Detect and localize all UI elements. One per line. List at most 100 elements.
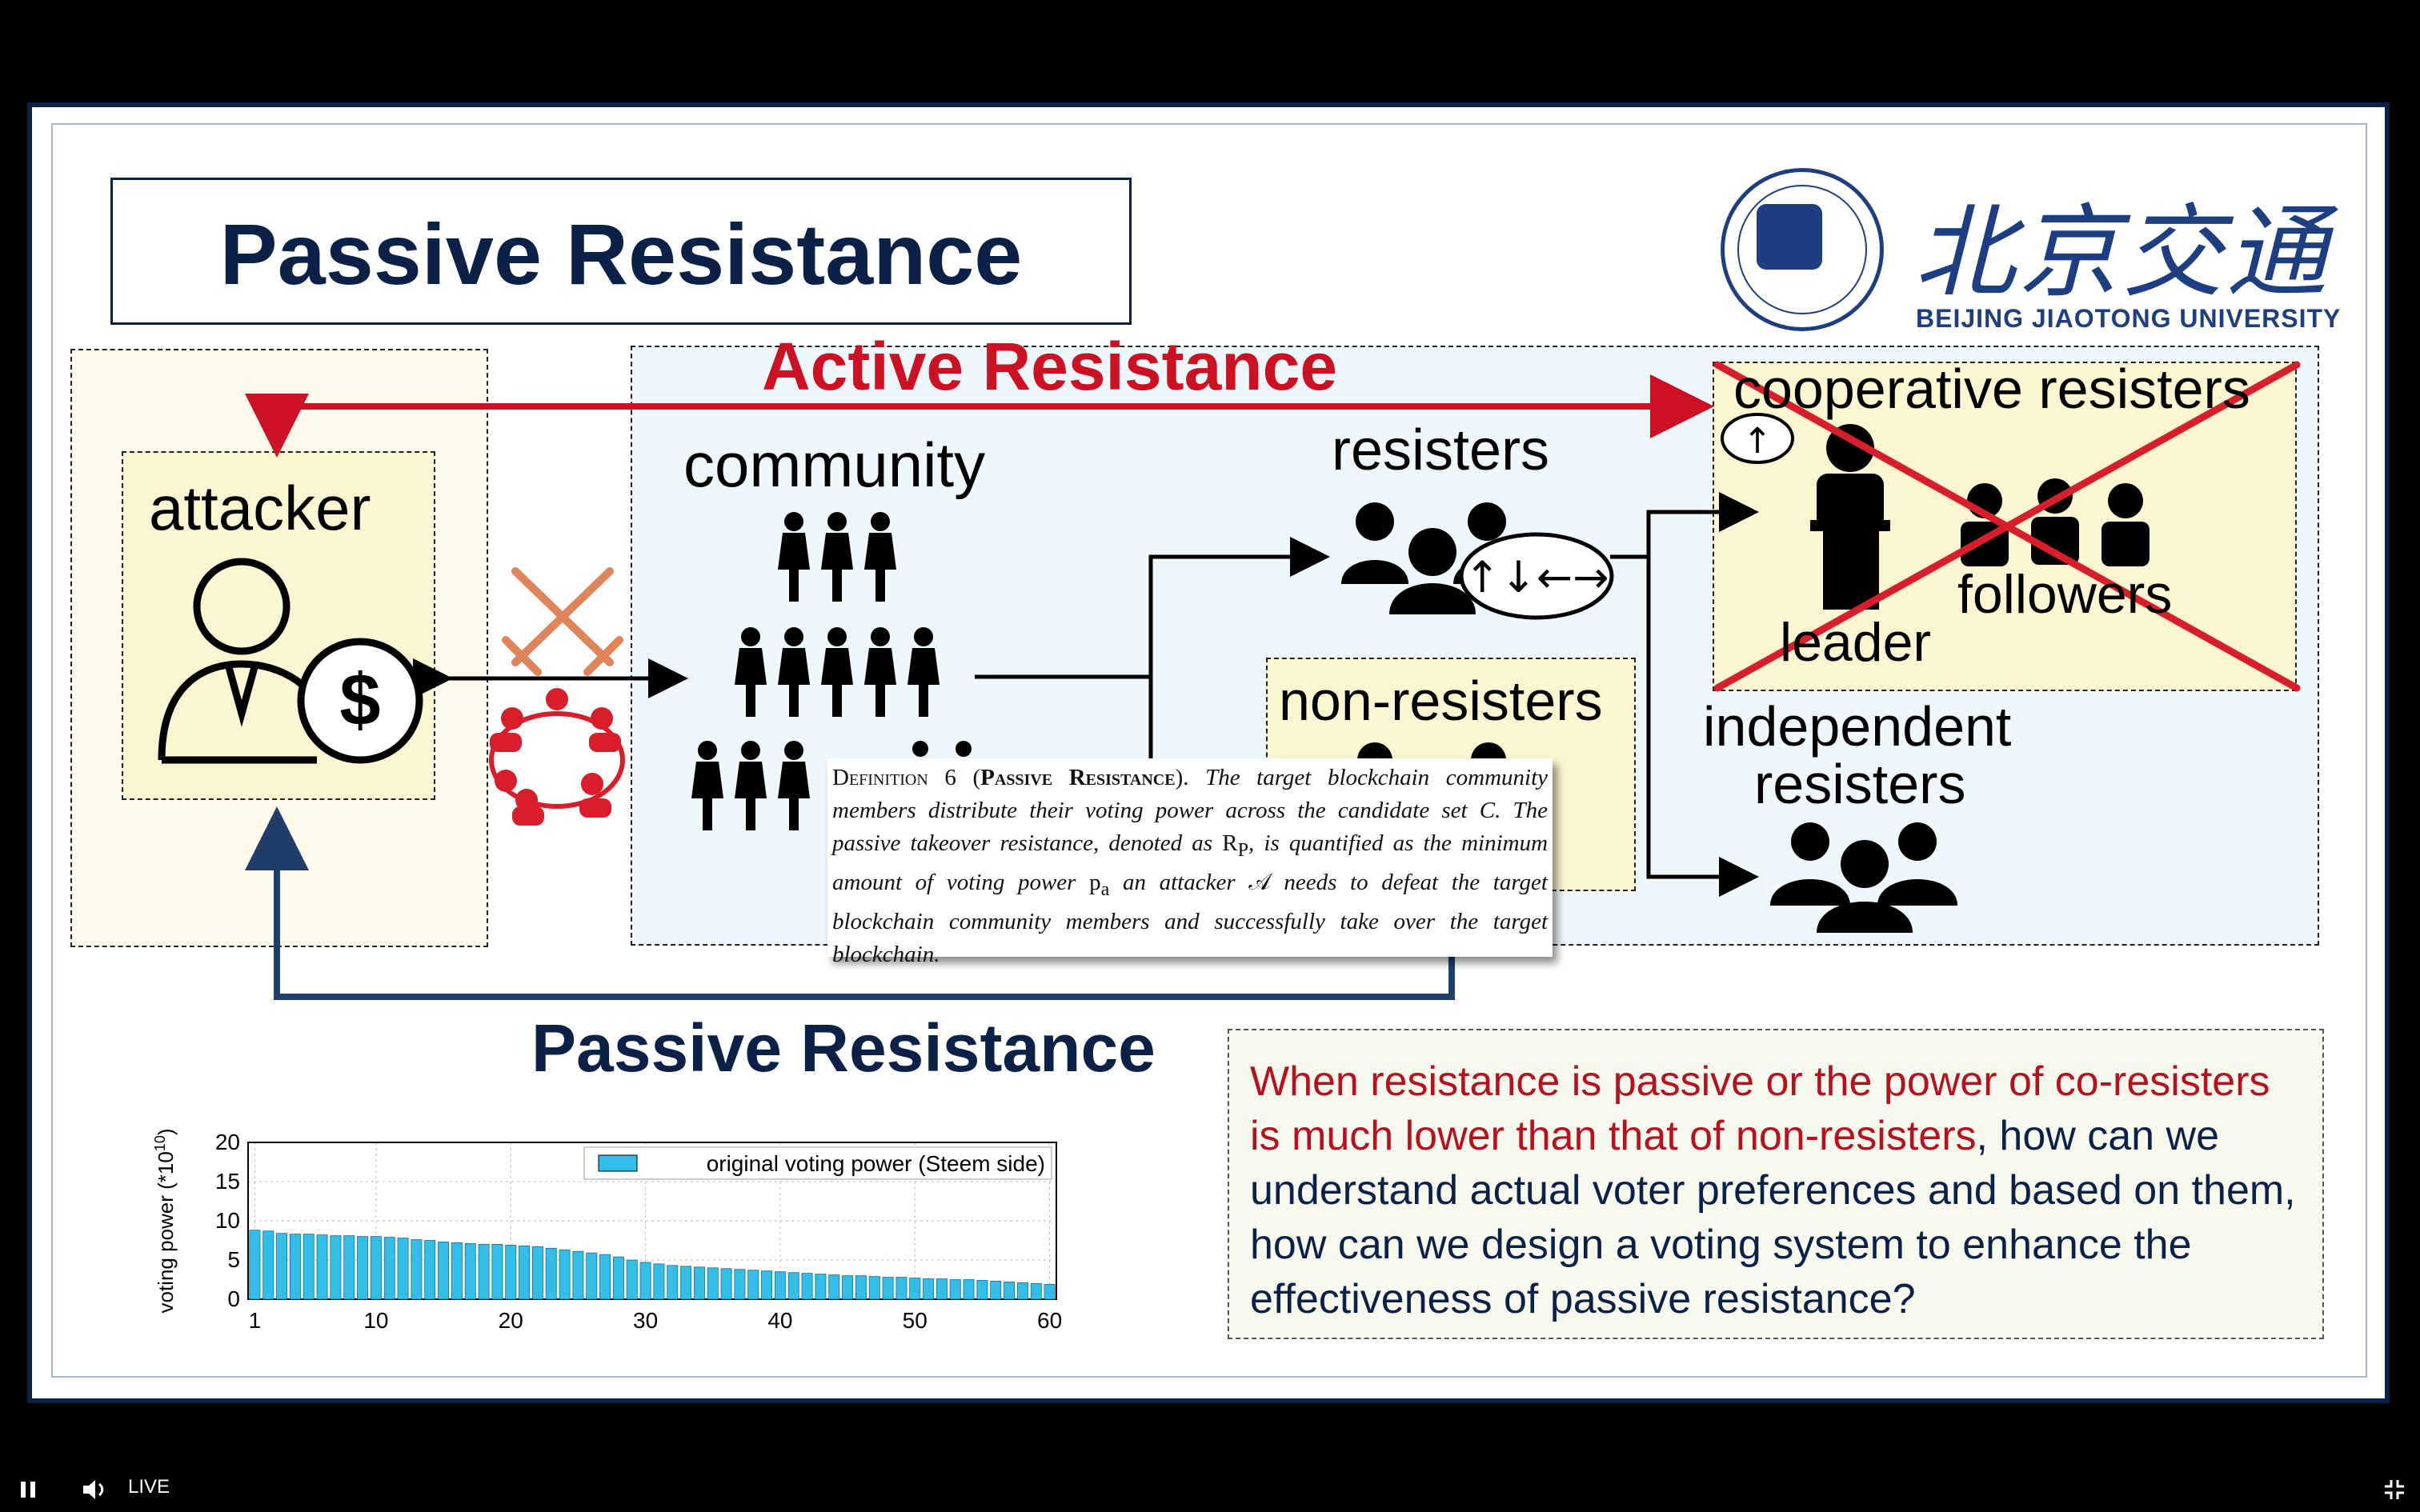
chart-bar [639, 1262, 651, 1300]
chart-bar [801, 1273, 813, 1300]
definition-head-end: ). [1175, 765, 1189, 790]
chart-bar [774, 1271, 786, 1300]
chart-bar [357, 1236, 369, 1300]
definition-rp: R [1222, 830, 1238, 856]
chart-plot-frame [247, 1142, 1057, 1300]
chart-bar [262, 1230, 274, 1300]
chart-bar [316, 1234, 328, 1300]
community-label: community [683, 430, 986, 500]
volume-icon[interactable] [80, 1477, 109, 1502]
chart-bar [895, 1277, 908, 1300]
chart-bar [720, 1268, 732, 1300]
chart-bar [424, 1240, 436, 1300]
definition-body-3: , is quantified as the minimum amount of… [832, 830, 1549, 895]
chart-bar [572, 1250, 584, 1300]
slide-inner-border [51, 123, 2367, 1378]
chart-bar [868, 1276, 880, 1300]
chart-bar [1016, 1282, 1028, 1300]
chart-bar [936, 1278, 948, 1300]
chart-bar [734, 1269, 746, 1300]
chart-bar [1044, 1283, 1056, 1300]
pause-icon[interactable] [18, 1478, 42, 1501]
crossed-swords-icon [502, 567, 623, 676]
passive-resistance-label: Passive Resistance [531, 1010, 1156, 1086]
chart-bar [343, 1235, 355, 1300]
chart-y-tick-label: 0 [227, 1286, 240, 1311]
chart-legend-box [583, 1146, 1052, 1180]
chart-bars [249, 1230, 1056, 1300]
chart-y-tick-label: 20 [215, 1130, 240, 1154]
chart-bar [249, 1230, 261, 1300]
active-resistance-arrow [245, 374, 1714, 458]
cooperative-resisters-label: cooperative resisters [1733, 358, 2250, 420]
chart-bar [842, 1275, 854, 1300]
chart-bar [976, 1280, 988, 1300]
chart-bar [505, 1244, 517, 1300]
chart-legend-label: original voting power (Steem side) [707, 1151, 1045, 1176]
independent-label-2: resisters [1754, 753, 1966, 815]
definition-rp-sub: P [1237, 838, 1248, 861]
chart-bar [276, 1233, 288, 1300]
chart-bar [531, 1246, 543, 1300]
chart-bar [612, 1256, 624, 1300]
question-highlight: When resistance is passive or the power … [1250, 1058, 2270, 1159]
definition-set-symbol: C [1479, 798, 1496, 823]
independent-resisters-icon [1770, 822, 1957, 933]
community-people-icon [0, 0, 972, 830]
slide-title: Passive Resistance [219, 206, 1023, 302]
chart-x-tick-label: 50 [903, 1308, 928, 1333]
chart-bar [990, 1281, 1002, 1300]
passive-resistance-arrow [245, 806, 1455, 1000]
chart-y-axis-label: voting power (*1010) [152, 1128, 178, 1313]
followers-icon [1961, 478, 2150, 566]
chart-bar [438, 1242, 450, 1300]
chart-bar [680, 1266, 692, 1300]
question-rest: , how can we understand actual voter pre… [1250, 1113, 2296, 1322]
definition-body-5: needs to defeat the target blockchain co… [832, 869, 1548, 967]
chart-bar [963, 1279, 975, 1300]
university-seal-icon [1721, 168, 1884, 331]
university-name-en: BEIJING JIAOTONG UNIVERSITY [1916, 304, 2342, 333]
crossed-out-mark [1713, 361, 2301, 692]
chart-bar [545, 1247, 557, 1300]
chart-bar [815, 1274, 827, 1300]
independent-label: independent [1703, 695, 2012, 758]
research-question-box: When resistance is passive or the power … [1228, 1029, 2324, 1339]
group-meeting-icon [489, 688, 625, 826]
chart-x-tick-label: 10 [363, 1308, 388, 1333]
definition-body-2: . The passive takeover resistance, denot… [832, 798, 1549, 856]
non-resisters-label: non-resisters [1279, 670, 1603, 732]
chart-x-tick-label: 30 [633, 1308, 658, 1333]
svg-text:↑↓←→: ↑↓←→ [1464, 552, 1609, 602]
chart-bar [667, 1265, 679, 1300]
chart-y-label-main: voting power (*10 [154, 1151, 178, 1313]
exit-fullscreen-icon[interactable] [2382, 1477, 2407, 1502]
chart-bar [747, 1270, 759, 1300]
chart-bar [411, 1239, 423, 1300]
definition-head: Definition 6 ( [832, 765, 981, 790]
followers-label: followers [1957, 564, 2173, 625]
chart-bar [289, 1234, 301, 1300]
attacker-icon: $ [158, 558, 423, 764]
chart-bar [519, 1245, 531, 1300]
resisters-label: resisters [1332, 418, 1550, 482]
chart-y-tick-label: 5 [227, 1247, 240, 1272]
chart-bar [707, 1267, 719, 1300]
chart-bar [397, 1238, 409, 1300]
chart-y-label-exp: 10 [152, 1135, 168, 1151]
chart-bar [1004, 1282, 1016, 1300]
live-indicator: LIVE [128, 1476, 170, 1498]
chart-bar [302, 1234, 315, 1300]
chart-bar [383, 1237, 395, 1300]
chart-bar [787, 1272, 799, 1300]
chart-bar [761, 1270, 773, 1300]
chart-bar [478, 1243, 490, 1300]
chart-x-tick-label: 40 [767, 1308, 792, 1333]
definition-attacker-symbol: 𝒜 [1248, 869, 1271, 895]
chart-y-tick-label: 10 [215, 1208, 240, 1233]
definition-body-4: an attacker [1122, 869, 1236, 895]
